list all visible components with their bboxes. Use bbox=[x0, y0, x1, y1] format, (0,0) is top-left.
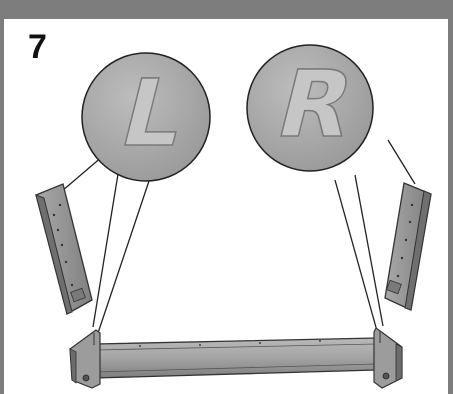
header-bar bbox=[0, 0, 453, 19]
right-leader-lines bbox=[334, 139, 416, 332]
right-side-panel bbox=[384, 182, 432, 311]
left-callout: L bbox=[81, 52, 211, 182]
step-number: 7 bbox=[28, 28, 47, 66]
frame-right-edge bbox=[448, 19, 453, 394]
right-callout: R bbox=[246, 44, 374, 172]
bottom-beam bbox=[69, 327, 403, 389]
frame-left-edge bbox=[0, 19, 4, 394]
right-callout-letter: R bbox=[267, 51, 365, 158]
left-side-panel bbox=[35, 183, 93, 315]
